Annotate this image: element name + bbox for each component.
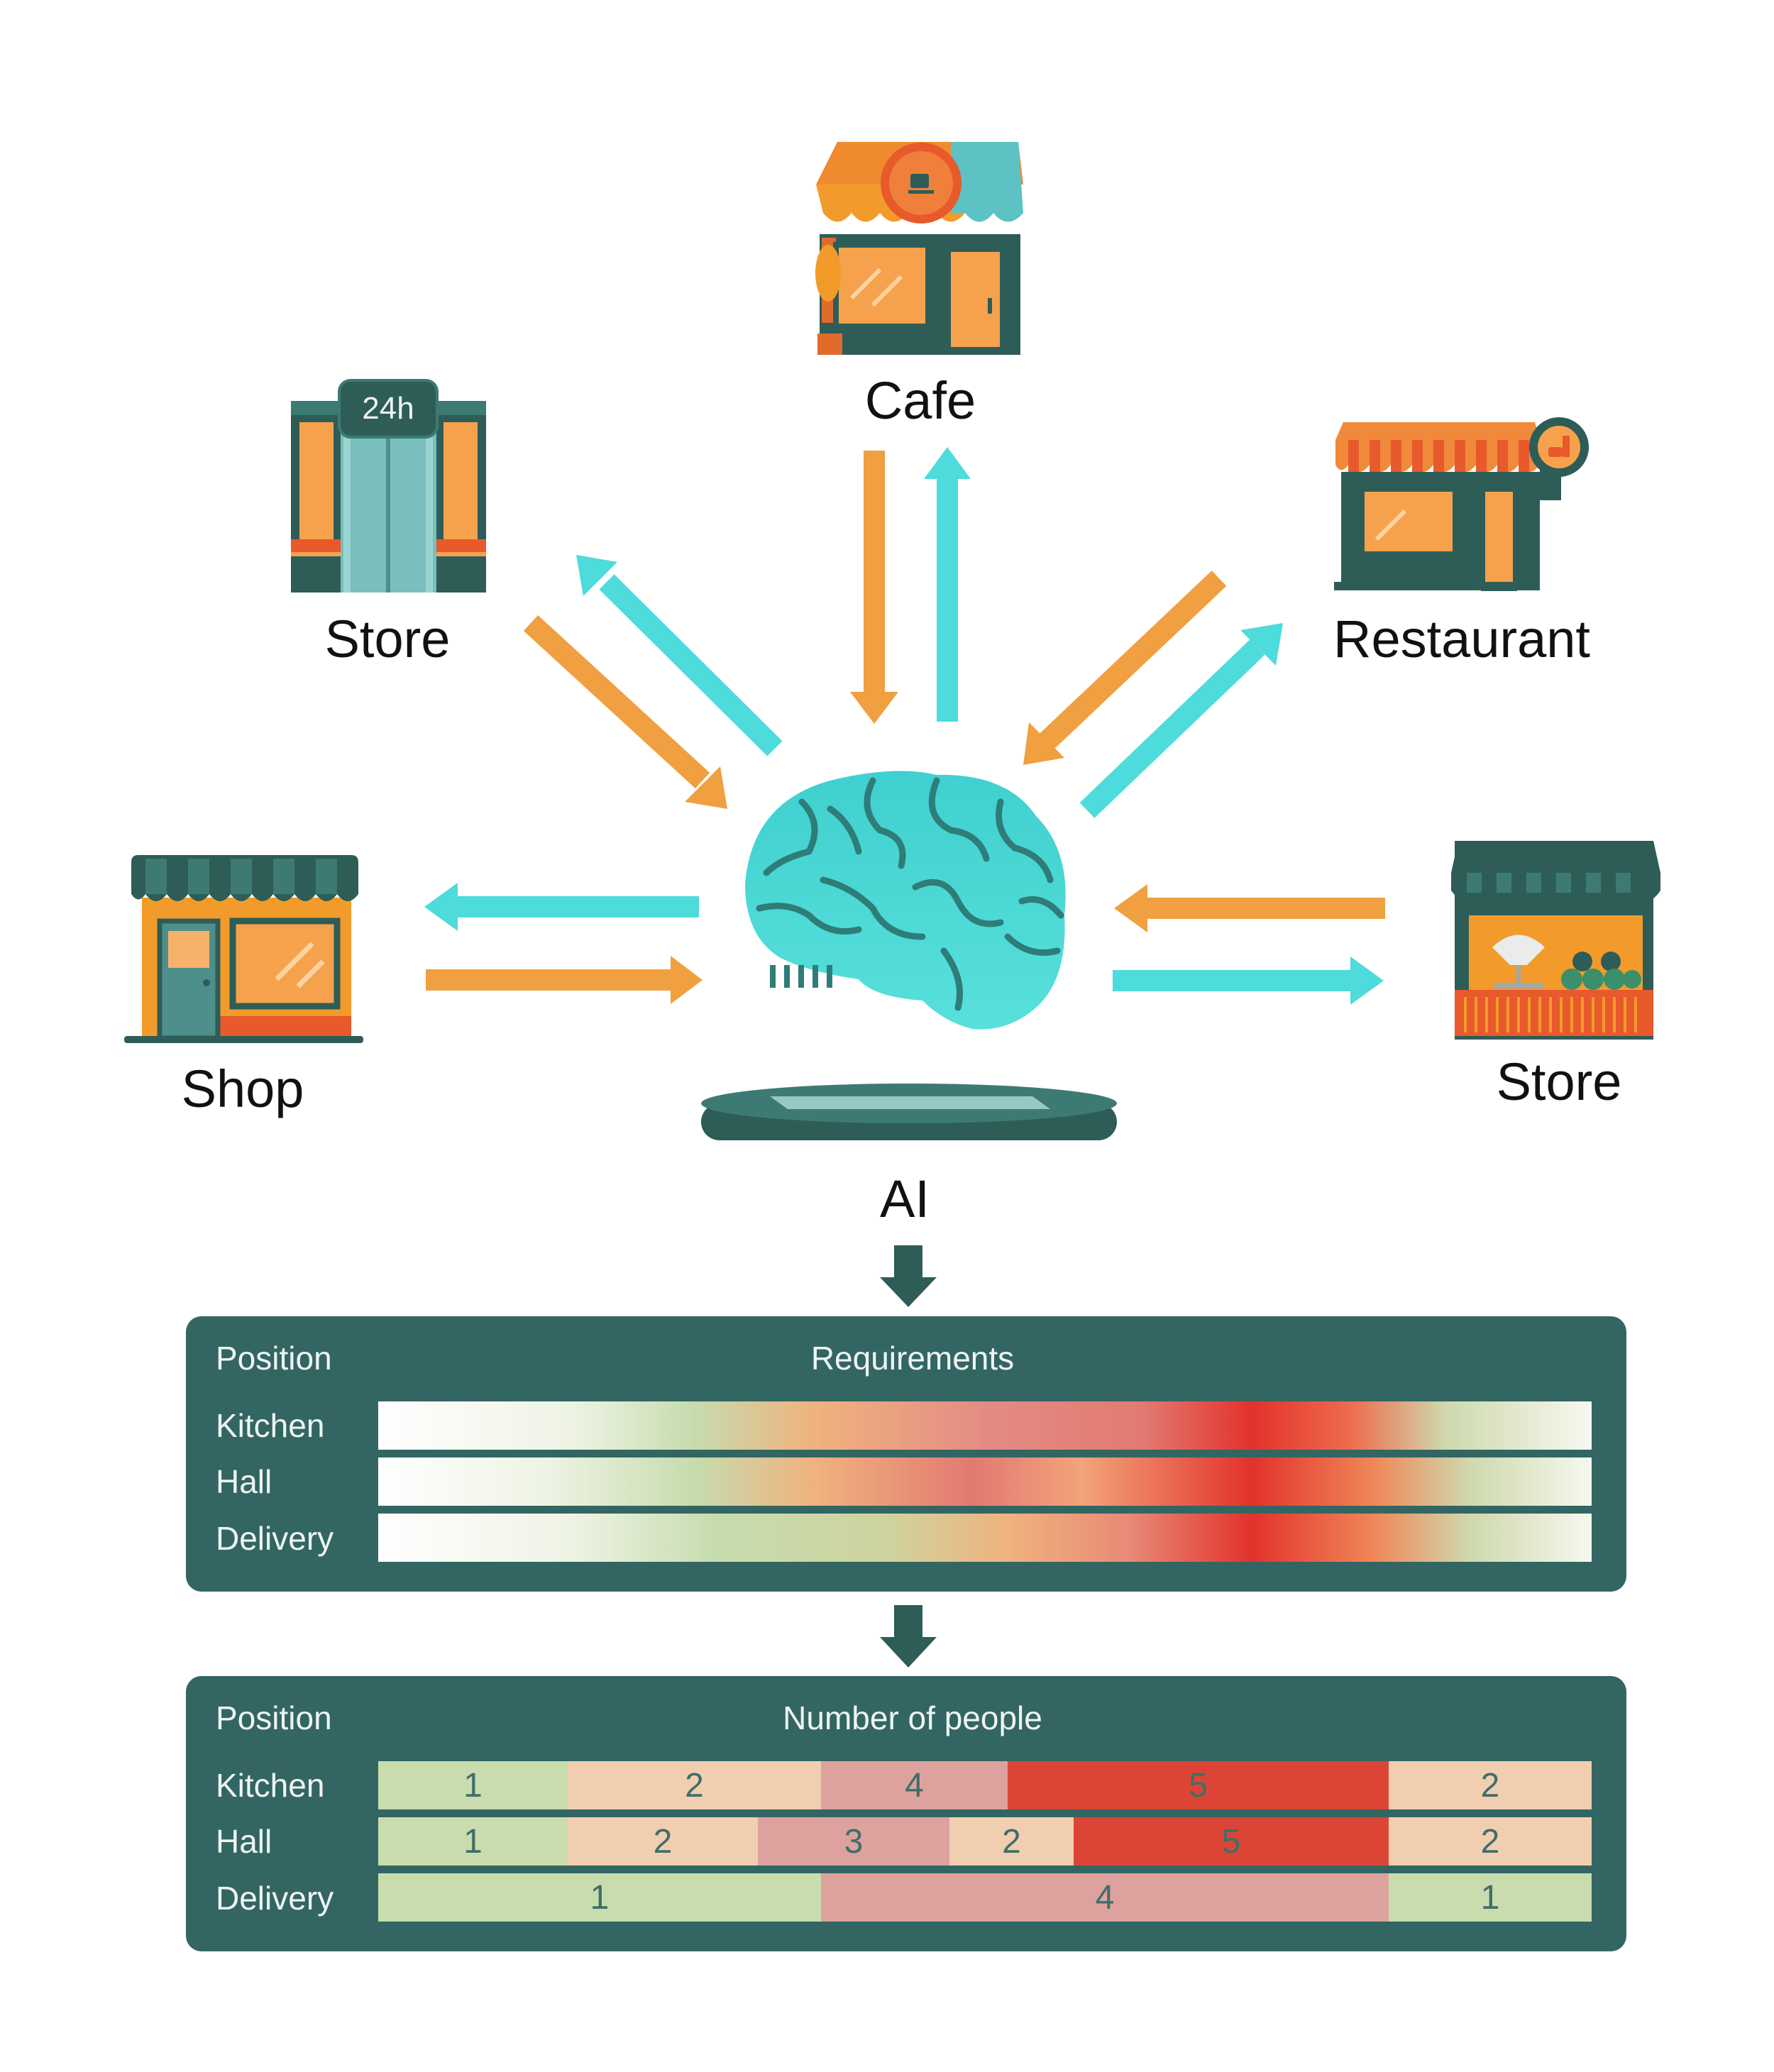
- arrow-ai-to-restaurant: [1079, 623, 1283, 818]
- people-row-label-kitchen: Kitchen: [216, 1767, 325, 1804]
- arrow-ai-to-shop: [424, 883, 699, 931]
- arrow-store2-to-ai: [1114, 884, 1385, 932]
- cafe-icon: [815, 142, 1023, 355]
- requirements-heat-bar-kitchen: [378, 1401, 1592, 1450]
- people-segment: 2: [568, 1761, 821, 1809]
- store-market-icon: [1451, 841, 1660, 1040]
- store-24h-sign: 24h: [362, 391, 414, 426]
- arrow-restaurant-to-ai: [1023, 571, 1227, 765]
- label-store-24h: Store: [324, 610, 451, 668]
- requirements-row-label-delivery: Delivery: [216, 1520, 334, 1557]
- people-segment: 2: [949, 1817, 1074, 1866]
- people-segment: 2: [568, 1817, 758, 1866]
- arrow-ai-to-store2: [1113, 957, 1384, 1005]
- arrow-ai-to-cafe: [924, 447, 971, 722]
- people-segment: 2: [1389, 1817, 1592, 1866]
- label-store-market: Store: [1496, 1052, 1622, 1111]
- shop-icon: [124, 855, 363, 1043]
- down-arrow-2: [880, 1605, 937, 1668]
- requirements-row-label-hall: Hall: [216, 1463, 272, 1500]
- arrow-cafe-to-ai: [850, 451, 898, 724]
- people-title: Number of people: [783, 1699, 1042, 1736]
- label-restaurant: Restaurant: [1333, 610, 1590, 668]
- people-segment: 4: [821, 1873, 1389, 1922]
- requirements-heat-bar-hall: [378, 1457, 1592, 1506]
- arrow-ai-to-store: [576, 555, 783, 756]
- ai-platform: [701, 1084, 1117, 1140]
- arrow-shop-to-ai: [426, 956, 703, 1004]
- arrow-store-to-ai: [523, 615, 727, 809]
- people-segment: 1: [378, 1873, 821, 1922]
- people-segment: 4: [821, 1761, 1008, 1809]
- people-row-label-hall: Hall: [216, 1823, 272, 1860]
- people-segment: 1: [378, 1817, 568, 1866]
- label-cafe: Cafe: [864, 371, 976, 430]
- people-segment: 2: [1389, 1761, 1592, 1809]
- people-segment: 3: [758, 1817, 949, 1866]
- people-row-label-delivery: Delivery: [216, 1880, 334, 1917]
- label-ai: AI: [880, 1169, 930, 1228]
- down-arrow-1: [880, 1245, 937, 1307]
- people-segment: 5: [1074, 1817, 1389, 1866]
- requirements-panel: Position Requirements Kitchen Hall Deliv…: [186, 1316, 1626, 1592]
- people-position-header: Position: [216, 1699, 332, 1736]
- requirements-position-header: Position: [216, 1340, 332, 1377]
- requirements-row-label-kitchen: Kitchen: [216, 1407, 325, 1444]
- people-segment: 1: [1389, 1873, 1592, 1922]
- people-segment: 1: [378, 1761, 568, 1809]
- people-segment: 5: [1008, 1761, 1389, 1809]
- restaurant-icon: [1334, 417, 1589, 591]
- requirements-heat-bar-delivery: [378, 1514, 1592, 1562]
- store-24h-icon: [291, 379, 486, 593]
- requirements-title: Requirements: [810, 1340, 1015, 1377]
- label-shop: Shop: [181, 1059, 304, 1118]
- people-panel: Position Number of people Kitchen Hall D…: [186, 1676, 1626, 1951]
- ai-brain-icon: [745, 771, 1066, 1030]
